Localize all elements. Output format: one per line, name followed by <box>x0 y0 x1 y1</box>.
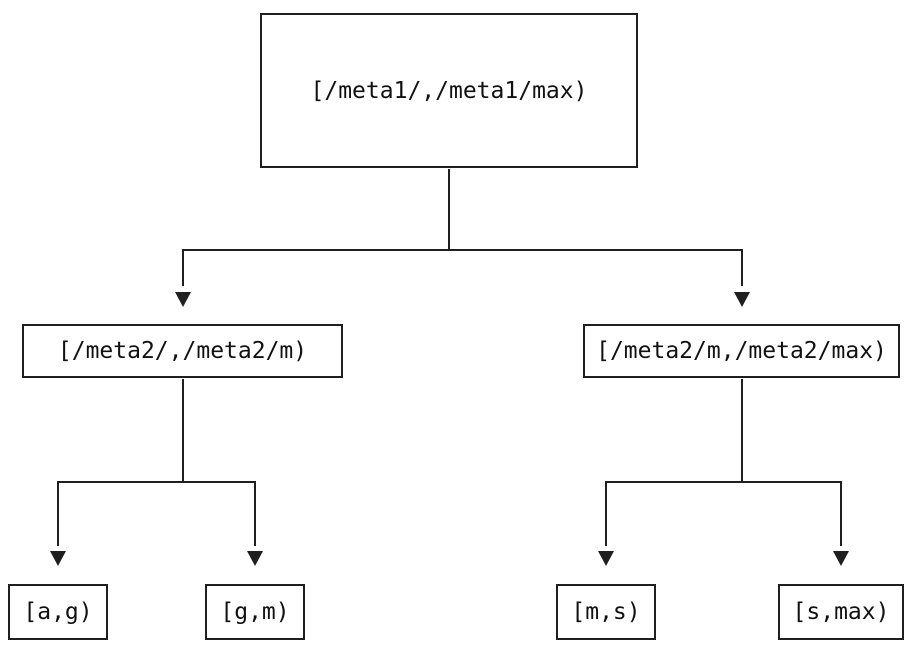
node-leaf-smax: [s,max) <box>778 584 904 640</box>
node-root-label: [/meta1/,/meta1/max) <box>310 77 588 104</box>
arrowhead-to-left <box>175 292 191 307</box>
arrowhead-to-leaf-gm <box>247 551 263 566</box>
arrowhead-to-right <box>734 292 750 307</box>
node-leaf-ms: [m,s) <box>556 584 656 640</box>
arrowhead-to-leaf-smax <box>833 551 849 566</box>
node-leaf-smax-label: [s,max) <box>792 599 890 625</box>
node-meta2-left-label: [/meta2/,/meta2/m) <box>57 338 308 364</box>
node-leaf-ms-label: [m,s) <box>571 599 641 625</box>
arrowhead-to-leaf-ms <box>598 551 614 566</box>
node-root: [/meta1/,/meta1/max) <box>260 13 638 168</box>
edge-root-children <box>182 169 743 286</box>
arrowhead-to-leaf-ag <box>50 551 66 566</box>
node-leaf-gm-label: [g,m) <box>220 599 290 625</box>
node-meta2-right-label: [/meta2/m,/meta2/max) <box>596 338 887 364</box>
node-meta2-left: [/meta2/,/meta2/m) <box>22 324 343 378</box>
node-leaf-ag-label: [a,g) <box>23 599 93 625</box>
edge-right-children <box>605 379 842 546</box>
node-leaf-gm: [g,m) <box>205 584 305 640</box>
edge-left-children <box>57 379 256 546</box>
node-meta2-right: [/meta2/m,/meta2/max) <box>583 324 900 378</box>
node-leaf-ag: [a,g) <box>8 584 108 640</box>
